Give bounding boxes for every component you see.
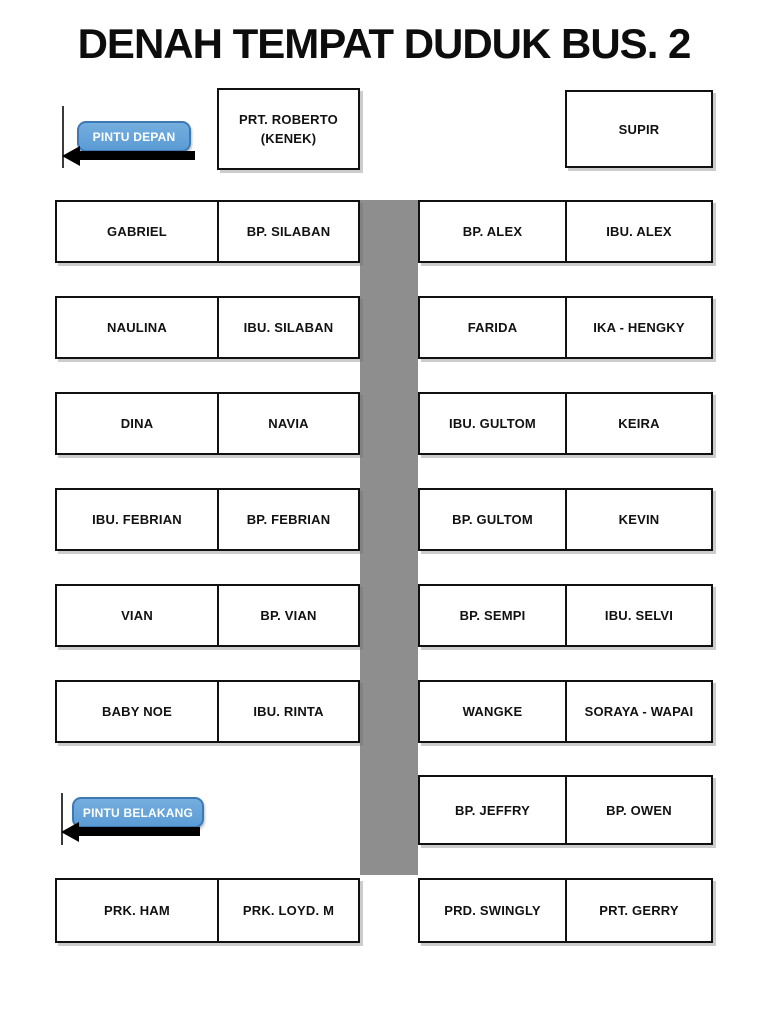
seat: KEIRA (565, 394, 711, 453)
seat: IBU. FEBRIAN (92, 512, 182, 527)
kenek-seat: PRT. ROBERTO (KENEK) (217, 88, 360, 170)
front-door-wall-line (62, 106, 64, 168)
bus-aisle (360, 200, 418, 875)
seat: WANGKE (462, 704, 523, 719)
seat: PRK. LOYD. M (217, 880, 358, 941)
seat: IBU. SELVI (565, 586, 711, 645)
seat: IBU. ALEX (565, 202, 711, 261)
seat: BABY NOE (102, 704, 172, 719)
seat: IBU. SILABAN (217, 298, 358, 357)
seat: IBU. RINTA (217, 682, 358, 741)
seat: BP. FEBRIAN (217, 490, 358, 549)
page-title: DENAH TEMPAT DUDUK BUS. 2 (77, 20, 692, 67)
seat: FARIDA (467, 320, 518, 335)
seat: BP. VIAN (217, 586, 358, 645)
front-door-arrow-icon (62, 146, 80, 166)
seat: PRT. GERRY (565, 880, 711, 941)
seat-row-right-7: BP. JEFFRY BP. OWEN (418, 775, 713, 845)
seat-row-right-1: BP. ALEX IBU. ALEX (418, 200, 713, 263)
seat-row-left-6: BABY NOE IBU. RINTA (55, 680, 360, 743)
seat: VIAN (121, 608, 153, 623)
rear-door-arrow-icon (61, 822, 79, 842)
seat: BP. JEFFRY (455, 802, 530, 818)
front-door-button: PINTU DEPAN (77, 121, 191, 152)
driver-seat: SUPIR (565, 90, 713, 168)
seat-row-right-6: WANGKE SORAYA - WAPAI (418, 680, 713, 743)
seat-row-left-3: DINA NAVIA (55, 392, 360, 455)
seat-row-left-1: GABRIEL BP. SILABAN (55, 200, 360, 263)
seat: PRD. SWINGLY (444, 903, 541, 918)
seat: DINA (120, 416, 154, 431)
seat-row-right-4: BP. GULTOM KEVIN (418, 488, 713, 551)
seat-row-left-4: IBU. FEBRIAN BP. FEBRIAN (55, 488, 360, 551)
seat: SORAYA - WAPAI (565, 682, 711, 741)
seat-row-left-2: NAULINA IBU. SILABAN (55, 296, 360, 359)
rear-door-arrow-shaft (78, 827, 200, 836)
seat-row-right-2: FARIDA IKA - HENGKY (418, 296, 713, 359)
rear-door-button: PINTU BELAKANG (72, 797, 204, 828)
seat-row-left-5: VIAN BP. VIAN (55, 584, 360, 647)
kenek-role: (KENEK) (260, 131, 317, 146)
seat: GABRIEL (107, 224, 167, 239)
seat: NAULINA (107, 320, 167, 335)
kenek-name: PRT. ROBERTO (239, 111, 338, 127)
seat-row-back-right: PRD. SWINGLY PRT. GERRY (418, 878, 713, 943)
seat: BP. ALEX (462, 224, 523, 239)
seat: IKA - HENGKY (565, 298, 711, 357)
seat: BP. GULTOM (452, 512, 533, 527)
seat: BP. SILABAN (217, 202, 358, 261)
rear-door-wall-line (61, 793, 63, 845)
seat: KEVIN (565, 490, 711, 549)
seat-row-right-5: BP. SEMPI IBU. SELVI (418, 584, 713, 647)
seat: BP. SEMPI (459, 608, 526, 623)
seat: PRK. HAM (104, 903, 170, 918)
seat: NAVIA (217, 394, 358, 453)
front-door-arrow-shaft (79, 151, 195, 160)
seat-row-right-3: IBU. GULTOM KEIRA (418, 392, 713, 455)
seat: BP. OWEN (565, 777, 711, 843)
seat-row-back-left: PRK. HAM PRK. LOYD. M (55, 878, 360, 943)
seat: IBU. GULTOM (449, 416, 536, 431)
